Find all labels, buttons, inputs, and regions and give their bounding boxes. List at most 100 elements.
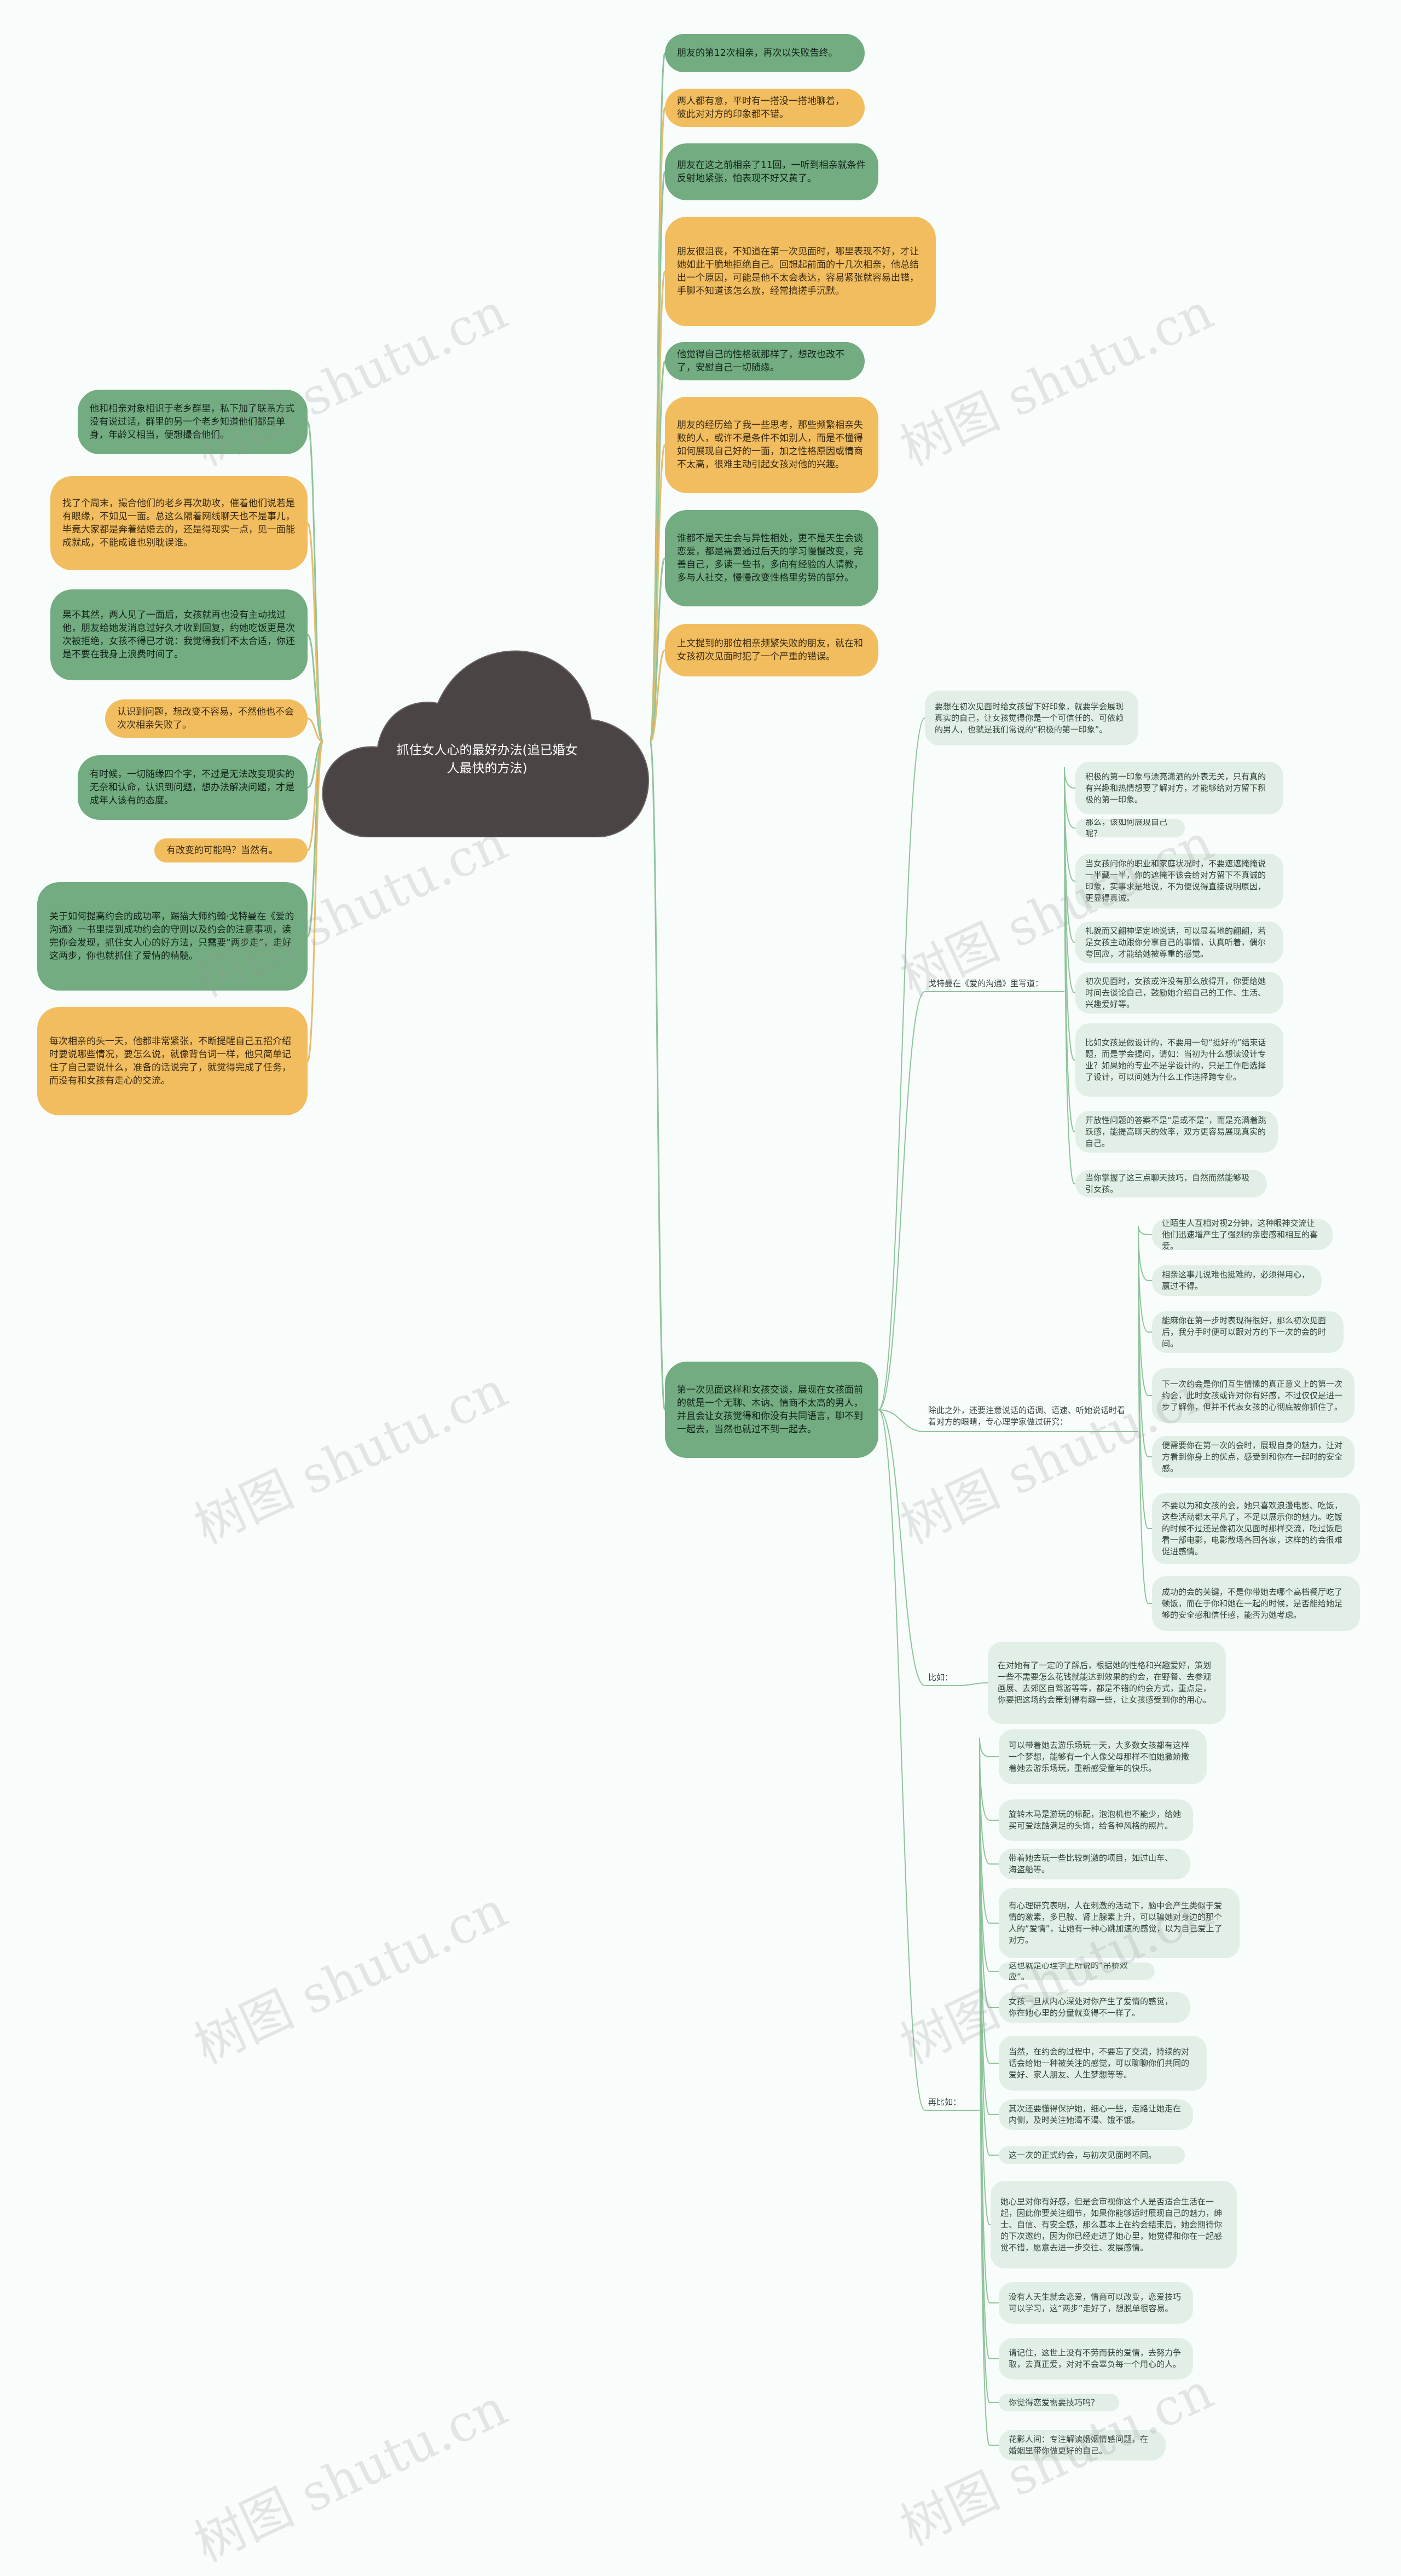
node-text: 旋转木马是游玩的标配，泡泡机也不能少，给她买可爱炫酷满足的头饰，给各种风格的照片…	[1009, 1809, 1182, 1831]
right-node-6[interactable]: 朋友的经历给了我一些思考，那些频繁相亲失败的人，或许不是条件不如别人，而是不懂得…	[665, 397, 878, 493]
right-node-2[interactable]: 两人都有意，平时有一搭没一搭地聊着，彼此对对方的印象都不错。	[665, 89, 865, 127]
sub4-item-13[interactable]: 你觉得恋爱需要技巧吗？	[999, 2394, 1119, 2411]
connector	[1064, 767, 1075, 829]
left-node-3[interactable]: 果不其然，两人见了一面后，女孩就再也没有主动找过他，朋友给她发消息过好久才收到回…	[50, 589, 308, 680]
connector	[979, 1737, 999, 2446]
right-node-5[interactable]: 他觉得自己的性格就那样了，想改也改不了，安慰自己一切随缘。	[665, 342, 865, 380]
connector-lines	[306, 52, 1152, 2446]
node-text: 果不其然，两人见了一面后，女孩就再也没有主动找过他，朋友给她发消息过好久才收到回…	[62, 610, 295, 660]
node-text: 除此之外，还要注意说话的语调、语速、听她说话时看着对方的眼睛，专心理学家做过研究…	[928, 1405, 1126, 1427]
node-text: 比如：	[928, 1672, 953, 1682]
right-node-1[interactable]: 朋友的第12次相亲，再次以失败告终。	[665, 34, 865, 72]
node-text: 这也就是心理学上所说的“吊桥效应”。	[1009, 1963, 1128, 1980]
node-text: 这一次的正式约会，与初次见面时不同。	[1009, 2150, 1157, 2160]
node-text: 比如女孩是做设计的，不要用一句“挺好的”结束话题，而是学会提问，请如：当初为什么…	[1085, 1038, 1266, 1082]
connector	[878, 1409, 925, 1432]
connector	[878, 1409, 925, 2111]
sub4-item-2[interactable]: 旋转木马是游玩的标配，泡泡机也不能少，给她买可爱炫酷满足的头饰，给各种风格的照片…	[999, 1799, 1193, 1841]
sub2-item-1[interactable]: 让陌生人互相对视2分钟，这种眼神交流让他们迅速增产生了强烈的亲密感和相互的喜爱。	[1152, 1219, 1333, 1250]
node-text: 认识到问题，想改变不容易，不然他也不会次次相亲失败了。	[117, 707, 294, 731]
sub4-item-4[interactable]: 有心理研究表明，人在刺激的活动下，脑中会产生类似于爱情的激素，多巴胺、肾上腺素上…	[999, 1888, 1240, 1958]
sub4-item-1[interactable]: 可以带着她去游乐场玩一天，大多数女孩都有这样一个梦想，能够有一个人像父母那样不怕…	[999, 1729, 1207, 1784]
node-text: 有改变的可能吗？当然有。	[166, 845, 278, 856]
node-text: 成功的会的关键，不是你带她去哪个高档餐厅吃了顿饭，而在于你和她在一起的时候，是否…	[1162, 1587, 1343, 1620]
left-node-7[interactable]: 关于如何提高约会的成功率，踢猫大师约翰·戈特曼在《爱的沟通》一书里提到成功约会的…	[37, 882, 308, 991]
left-node-2[interactable]: 找了个周末，撮合他们的老乡再次助攻，催着他们说若是有眼缘，不如见一面。总这么隔着…	[50, 476, 308, 570]
node-text: 没有人天生就会恋爱，情商可以改变，恋爱技巧可以学习，这“两步”走好了，想脱单很容…	[1009, 2292, 1182, 2313]
sub4-item-7[interactable]: 当然，在约会的过程中，不要忘了交流，持续的对话会给她一种被关注的感觉，可以聊聊你…	[999, 2036, 1207, 2091]
connector	[1138, 1225, 1152, 1396]
left-node-5[interactable]: 有时候，一切随缘四个字，不过是无法改变现实的无奈和认命，认识到问题，想办法解决问…	[78, 755, 308, 820]
connector	[306, 634, 324, 743]
right-node-8[interactable]: 上文提到的那位相亲频繁失败的朋友，就在和女孩初次见面时犯了一个严重的错误。	[665, 624, 878, 676]
node-text: 朋友的经历给了我一些思考，那些频繁相亲失败的人，或许不是条件不如别人，而是不懂得…	[677, 420, 863, 470]
right-node-3[interactable]: 朋友在这之前相亲了11回，一听到相亲就条件反射地紧张，怕表现不好又黄了。	[665, 143, 878, 200]
left-node-8[interactable]: 每次相亲的头一天，他都非常紧张，不断提醒自己五招介绍时要说哪些情况，要怎么说，就…	[37, 1007, 308, 1115]
node-text: 再比如：	[928, 2097, 962, 2107]
right-node-7[interactable]: 谁都不是天生会与异性相处，更不是天生会谈恋爱，都是需要通过后天的学习慢慢改变，完…	[665, 510, 878, 606]
node-text: 要想在初次见面时给女孩留下好印象，就要学会展现真实的自己，让女孩觉得你是一个可信…	[935, 701, 1124, 734]
left-node-4[interactable]: 认识到问题，想改变不容易，不然他也不会次次相亲失败了。	[105, 699, 308, 738]
sub1-item-8[interactable]: 当你掌握了这三点聊天技巧，自然而然能够吸引女孩。	[1075, 1170, 1267, 1197]
sub4-item-9[interactable]: 这一次的正式约会，与初次见面时不同。	[999, 2146, 1185, 2164]
node-text: 朋友的第12次相亲，再次以失败告终。	[677, 48, 838, 59]
sub1-item-2[interactable]: 那么，该如何展现自己呢？	[1075, 819, 1185, 837]
sub4-item-14[interactable]: 花影人间：专注解读婚姻情感问题，在婚姻里带你做更好的自己。	[999, 2430, 1166, 2461]
connector	[979, 1737, 999, 2064]
sub4-item-6[interactable]: 女孩一旦从内心深处对你产生了爱情的感觉，你在她心里的分量就变得不一样了。	[999, 1992, 1190, 2023]
sub2-item-3[interactable]: 能麻你在第一步时表现得很好，那么初次见面后，我分手时便可以跟对方约下一次的会的时…	[1152, 1311, 1344, 1353]
node-text: 请记住，这世上没有不劳而获的爱情，去努力争取，去真正爱，对对不会辜负每一个用心的…	[1009, 2348, 1182, 2369]
node-text: 你觉得恋爱需要技巧吗？	[1009, 2397, 1099, 2407]
sub2-item-2[interactable]: 相亲这事儿说难也挺难的，必须得用心，赢过不得。	[1152, 1265, 1322, 1296]
sub2-item-6[interactable]: 不要以为和女孩的会，她只喜欢浪漫电影、吃饭，这些活动都太平凡了，不足以展示你的魅…	[1152, 1493, 1360, 1564]
node-text: 第一次见面这样和女孩交谈，展现在女孩面前的就是一个无聊、木讷、情商不太高的男人，…	[677, 1385, 863, 1435]
main-branch-node[interactable]: 第一次见面这样和女孩交谈，展现在女孩面前的就是一个无聊、木讷、情商不太高的男人，…	[665, 1362, 878, 1458]
node-text: 相亲这事儿说难也挺难的，必须得用心，赢过不得。	[1162, 1270, 1310, 1291]
sub4-item-3[interactable]: 带着她去玩一些比较刺激的项目，如过山车、海盗船等。	[999, 1849, 1190, 1879]
sub4-label[interactable]: 再比如：	[925, 2094, 966, 2110]
sub1-item-6[interactable]: 比如女孩是做设计的，不要用一句“挺好的”结束话题，而是学会提问，请如：当初为什么…	[1075, 1023, 1283, 1097]
sub1-item-1[interactable]: 积极的第一印象与漂亮潇洒的外表无关，只有真的有兴趣和热情想要了解对方，才能够给对…	[1075, 762, 1283, 814]
sub2-label[interactable]: 除此之外，还要注意说话的语调、语速、听她说话时看着对方的眼睛，专心理学家做过研究…	[925, 1401, 1133, 1432]
node-text: 当你掌握了这三点聊天技巧，自然而然能够吸引女孩。	[1085, 1173, 1250, 1194]
left-node-6[interactable]: 有改变的可能吗？当然有。	[154, 838, 308, 862]
sub4-item-10[interactable]: 她心里对你有好感，但是会审视你这个人是否适合生活在一起，因此你要关注细节，如果你…	[991, 2181, 1237, 2268]
sub4-item-8[interactable]: 其次还要懂得保护她，细心一些，走路让她走在内侧，及时关注她渴不渴、饿不饿。	[999, 2099, 1193, 2130]
sub1-item-3[interactable]: 当女孩问你的职业和家庭状况时，不要遮遮掩掩说一半藏一半，你的遮掩不该会给对方留下…	[1075, 854, 1283, 908]
sub3-item-1[interactable]: 在对她有了一定的了解后，根据她的性格和兴趣爱好，策划一些不需要怎么花钱就能达到效…	[988, 1642, 1226, 1724]
sub3-label[interactable]: 比如：	[925, 1669, 958, 1686]
node-text: 她心里对你有好感，但是会审视你这个人是否适合生活在一起，因此你要关注细节，如果你…	[1000, 2196, 1223, 2253]
node-text: 花影人间：专注解读婚姻情感问题，在婚姻里带你做更好的自己。	[1009, 2434, 1149, 2456]
sub4-item-5[interactable]: 这也就是心理学上所说的“吊桥效应”。	[999, 1963, 1155, 1980]
connector	[649, 649, 666, 743]
sub1-item-7[interactable]: 开放性问题的答案不是“是或不是”，而是充满着跳跃感，能提高聊天的效率，双方更容易…	[1075, 1111, 1278, 1153]
sub2-item-7[interactable]: 成功的会的关键，不是你带她去哪个高档餐厅吃了顿饭，而在于你和她在一起的时候，是否…	[1152, 1576, 1360, 1631]
node-text: 两人都有意，平时有一搭没一搭地聊着，彼此对对方的印象都不错。	[677, 96, 844, 120]
mind-map: 他和相亲对象相识于老乡群里，私下加了联系方式没有说过话，群里的另一个老乡知道他们…	[37, 34, 1360, 2573]
sub4-item-11[interactable]: 没有人天生就会恋爱，情商可以改变，恋爱技巧可以学习，这“两步”走好了，想脱单很容…	[999, 2282, 1193, 2324]
node-text: 初次见面时，女孩或许没有那么放得开，你要给她时间去谈论自己，鼓励她介绍自己的工作…	[1085, 976, 1266, 1009]
connector	[1138, 1225, 1152, 1604]
node-text: 有时候，一切随缘四个字，不过是无法改变现实的无奈和认命，认识到问题，想办法解决问…	[90, 769, 294, 806]
right-node-4[interactable]: 朋友很沮丧，不知道在第一次见面时，哪里表现不好，才让她如此干脆地拒绝自己。回想起…	[665, 217, 936, 326]
sub1-intro[interactable]: 要想在初次见面时给女孩留下好印象，就要学会展现真实的自己，让女孩觉得你是一个可信…	[925, 691, 1138, 745]
center-topic[interactable]: 抓住女人心的最好办法(追已婚女人最快的方法)	[396, 743, 578, 775]
left-node-1[interactable]: 他和相亲对象相识于老乡群里，私下加了联系方式没有说过话，群里的另一个老乡知道他们…	[78, 390, 308, 454]
sub1-item-4[interactable]: 礼貌而又翩神坚定地说话，可以显着地的翩翩，若是女孩主动跟你分享自己的事情，认真听…	[1075, 922, 1283, 963]
sub1-item-5[interactable]: 初次见面时，女孩或许没有那么放得开，你要给她时间去谈论自己，鼓励她介绍自己的工作…	[1075, 972, 1283, 1014]
node-text: 女孩一旦从内心深处对你产生了爱情的感觉，你在她心里的分量就变得不一样了。	[1009, 1996, 1173, 2018]
node-text: 关于如何提高约会的成功率，踢猫大师约翰·戈特曼在《爱的沟通》一书里提到成功约会的…	[49, 911, 294, 962]
node-text: 下一次约会是你们互生情愫的真正意义上的第一次约会，此时女孩或许对你有好感，不过仅…	[1162, 1379, 1343, 1412]
connector	[306, 522, 324, 743]
sub1-label[interactable]: 戈特曼在《爱的沟通》里写道：	[925, 975, 1056, 992]
node-text: 带着她去玩一些比较刺激的项目，如过山车、海盗船等。	[1009, 1853, 1173, 1874]
connector	[1138, 1225, 1152, 1235]
node-text: 戈特曼在《爱的沟通》里写道：	[928, 978, 1044, 988]
sub2-item-4[interactable]: 下一次约会是你们互生情愫的真正意义上的第一次约会，此时女孩或许对你有好感，不过仅…	[1152, 1368, 1354, 1423]
connector	[1064, 767, 1075, 789]
sub2-item-5[interactable]: 便需要你在第一次的会时，展现自身的魅力，让对方看到你身上的优点，感受到和你在一起…	[1152, 1436, 1354, 1478]
sub4-item-12[interactable]: 请记住，这世上没有不劳而获的爱情，去努力争取，去真正爱，对对不会辜负每一个用心的…	[999, 2338, 1193, 2380]
connector	[878, 991, 925, 1410]
node-text: 那么，该如何展现自己呢？	[1085, 819, 1168, 837]
connector	[649, 557, 666, 743]
